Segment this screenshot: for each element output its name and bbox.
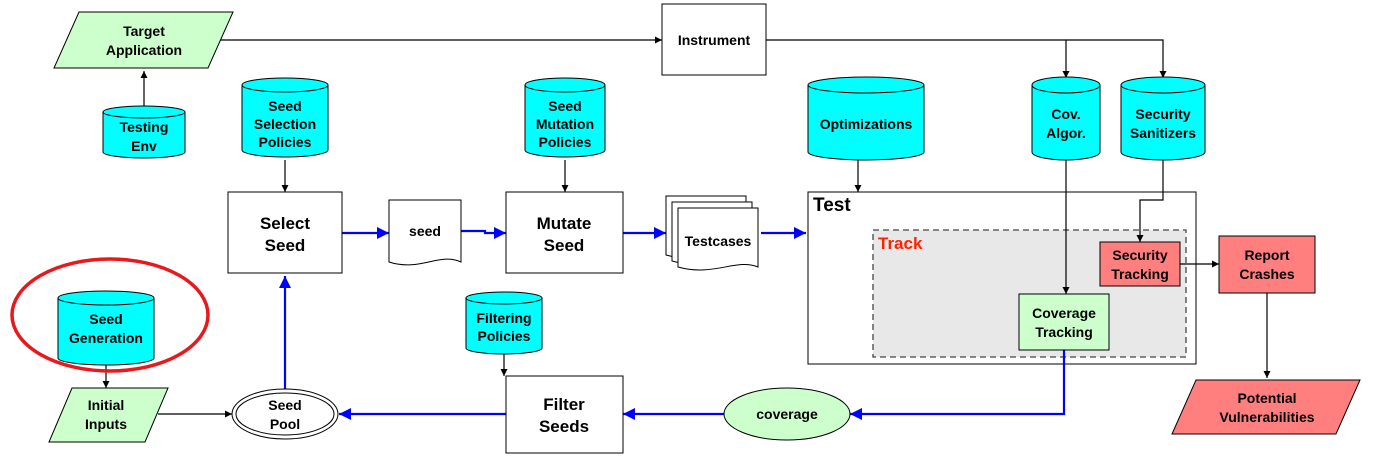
- edge-sanitizers-sectrack: [1136, 160, 1164, 242]
- svg-text:Report: Report: [1244, 247, 1289, 263]
- svg-text:Seed: Seed: [265, 236, 306, 255]
- svg-text:Filter: Filter: [543, 395, 585, 414]
- black-connectors: [102, 36, 1271, 418]
- svg-text:Target: Target: [123, 23, 165, 39]
- svg-text:Select: Select: [260, 214, 310, 233]
- target-application: Target Application: [53, 11, 234, 69]
- seed-generation-cylinder: Seed Generation: [57, 290, 155, 366]
- svg-text:Potential: Potential: [1237, 390, 1296, 406]
- svg-text:Generation: Generation: [69, 330, 143, 346]
- svg-text:Seed: Seed: [544, 236, 585, 255]
- svg-text:Crashes: Crashes: [1239, 266, 1294, 282]
- svg-text:Seed: Seed: [268, 98, 301, 114]
- svg-text:Testcases: Testcases: [685, 233, 752, 249]
- svg-text:Env: Env: [131, 138, 157, 154]
- svg-text:Seed: Seed: [89, 311, 122, 327]
- optimizations-cylinder: Optimizations: [807, 76, 925, 161]
- potential-vulnerabilities: Potential Vulnerabilities: [1171, 379, 1361, 435]
- seed-document: seed: [388, 199, 462, 266]
- svg-text:Inputs: Inputs: [85, 416, 127, 432]
- filter-seeds-box: Filter Seeds: [505, 375, 624, 454]
- security-sanitizers-cylinder: Security Sanitizers: [1120, 76, 1206, 161]
- cov-algor-cylinder: Cov. Algor.: [1031, 76, 1101, 161]
- edge-instrument-covalgor: [766, 39, 1070, 78]
- svg-text:Algor.: Algor.: [1046, 125, 1086, 141]
- track-label: Track: [878, 234, 923, 253]
- svg-text:Cov.: Cov.: [1051, 106, 1080, 122]
- report-crashes-box: Report Crashes: [1218, 235, 1316, 294]
- svg-text:Pool: Pool: [270, 416, 300, 432]
- svg-text:Mutate: Mutate: [537, 214, 592, 233]
- seed-pool-node: Seed Pool: [231, 388, 339, 440]
- edge-seeddoc-mutate: [461, 227, 506, 239]
- security-tracking-box: Security Tracking: [1099, 241, 1181, 287]
- svg-text:Policies: Policies: [259, 134, 312, 150]
- mutate-seed-box: Mutate Seed: [505, 191, 624, 274]
- select-seed-box: Select Seed: [227, 191, 343, 274]
- svg-text:Optimizations: Optimizations: [820, 116, 913, 132]
- coverage-tracking-box: Coverage Tracking: [1018, 293, 1110, 351]
- svg-text:Tracking: Tracking: [1111, 266, 1169, 282]
- svg-text:Vulnerabilities: Vulnerabilities: [1219, 409, 1314, 425]
- svg-text:Sanitizers: Sanitizers: [1130, 125, 1196, 141]
- svg-text:Initial: Initial: [88, 397, 125, 413]
- testing-env-cylinder: Testing Env: [102, 105, 186, 159]
- seed-mutation-policies-cylinder: Seed Mutation Policies: [524, 77, 606, 158]
- instrument-box: Instrument: [661, 3, 767, 76]
- svg-text:Application: Application: [106, 42, 182, 58]
- svg-text:Coverage: Coverage: [1032, 305, 1096, 321]
- svg-text:seed: seed: [409, 223, 441, 239]
- svg-text:Mutation: Mutation: [536, 116, 594, 132]
- svg-text:Instrument: Instrument: [678, 32, 751, 48]
- svg-text:Testing: Testing: [120, 119, 169, 135]
- test-label: Test: [813, 195, 851, 216]
- filtering-policies-cylinder: Filtering Policies: [465, 291, 543, 355]
- seed-selection-policies-cylinder: Seed Selection Policies: [241, 77, 329, 158]
- edge-instrument-sanitizers: [1066, 39, 1167, 78]
- svg-text:Selection: Selection: [254, 116, 316, 132]
- coverage-node: coverage: [723, 387, 851, 441]
- svg-text:Policies: Policies: [539, 134, 592, 150]
- blue-connectors: [279, 227, 1066, 420]
- svg-text:Security: Security: [1112, 247, 1167, 263]
- svg-text:Filtering: Filtering: [476, 310, 531, 326]
- svg-text:Seed: Seed: [268, 397, 301, 413]
- svg-text:Security: Security: [1135, 106, 1190, 122]
- seed-generation-highlight-ring: [10, 257, 210, 373]
- svg-text:Tracking: Tracking: [1035, 324, 1093, 340]
- initial-inputs: Initial Inputs: [48, 387, 169, 443]
- svg-text:coverage: coverage: [756, 406, 818, 422]
- svg-text:Seed: Seed: [548, 98, 581, 114]
- testcases-documents: Testcases: [665, 195, 759, 271]
- svg-text:Seeds: Seeds: [539, 417, 589, 436]
- svg-text:Policies: Policies: [478, 328, 531, 344]
- edge-covtrack-coverage: [850, 350, 1066, 420]
